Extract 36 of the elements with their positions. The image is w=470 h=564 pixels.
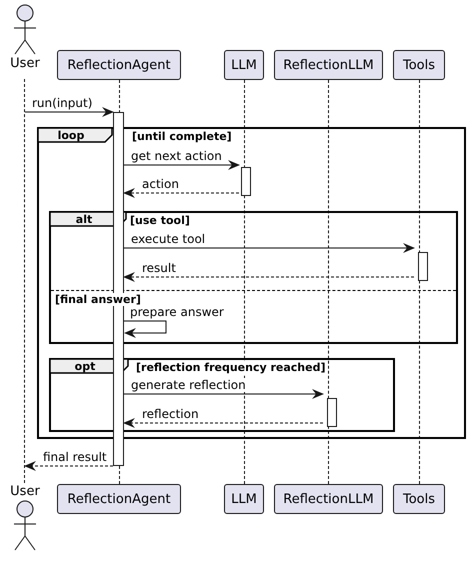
message-arrow (24, 461, 114, 471)
message-label: action (142, 177, 179, 191)
message-label: final result (43, 450, 107, 464)
activation-bar (418, 252, 428, 281)
participant-box: Tools (393, 50, 445, 80)
guard-condition: [until complete] (132, 130, 232, 143)
message-label: result (142, 261, 176, 275)
guard-condition: [final answer] (55, 293, 141, 306)
message-arrow (123, 188, 240, 198)
message-label: generate reflection (131, 378, 246, 392)
guard-condition: [use tool] (130, 214, 190, 227)
message-label: execute tool (131, 232, 206, 246)
fragment-tab: loop (37, 127, 113, 143)
message-label: get next action (131, 149, 222, 163)
message-arrow (124, 389, 324, 399)
message-arrow (124, 243, 415, 253)
actor-name: User (10, 56, 40, 72)
participant-box: ReflectionAgent (57, 484, 181, 514)
participant-box: LLM (224, 50, 264, 80)
participant-box: LLM (224, 484, 264, 514)
message-arrow (24, 107, 114, 117)
message-arrow (123, 272, 414, 282)
actor-name: User (10, 484, 40, 500)
guard-condition: [reflection frequency reached] (136, 361, 326, 374)
participant-box: ReflectionLLM (274, 50, 383, 80)
participant-box: ReflectionLLM (274, 484, 383, 514)
message-arrow (124, 320, 166, 338)
lifeline (24, 79, 25, 483)
message-label: run(input) (32, 96, 92, 110)
message-label: reflection (142, 407, 199, 421)
participant-box: Tools (393, 484, 445, 514)
activation-bar (241, 167, 251, 196)
activation-bar (327, 398, 337, 427)
message-arrow (123, 418, 324, 428)
participant-box: ReflectionAgent (57, 50, 181, 80)
message-arrow (124, 160, 240, 170)
